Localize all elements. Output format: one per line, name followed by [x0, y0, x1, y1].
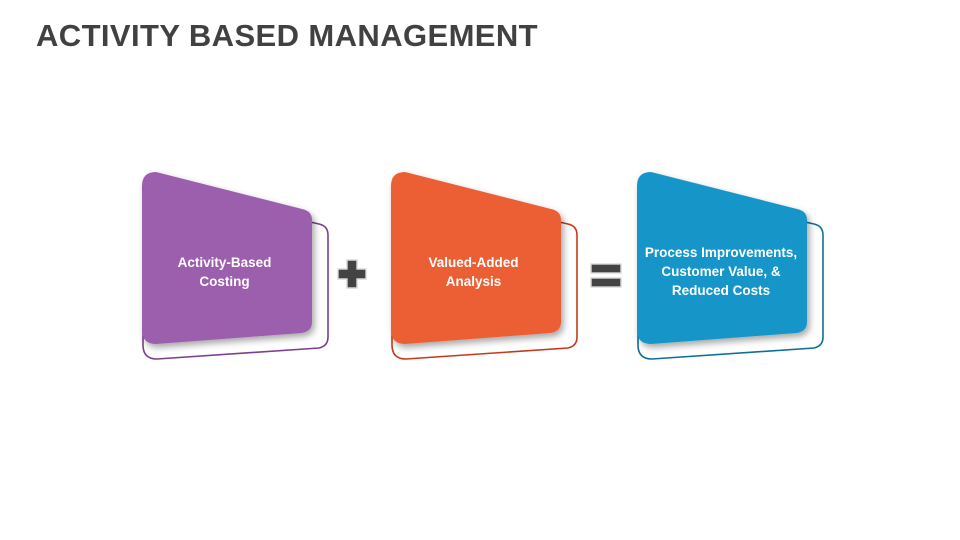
plus-icon [337, 259, 367, 289]
diagram-node-valued-added-analysis[interactable]: Valued-Added Analysis [383, 164, 583, 379]
diagram-node-activity-based-costing[interactable]: Activity-Based Costing [134, 164, 334, 379]
node-shape-process-improvements [637, 172, 824, 360]
node-fill-activity-based-costing [142, 172, 312, 344]
equals-icon [590, 263, 622, 288]
node-shape-activity-based-costing [142, 172, 329, 360]
node-fill-valued-added-analysis [391, 172, 561, 344]
page-title: ACTIVITY BASED MANAGEMENT [36, 18, 539, 53]
operator-equals [587, 261, 625, 289]
diagram-node-process-improvements[interactable]: Process Improvements, Customer Value, & … [629, 164, 829, 379]
operator-plus [334, 256, 370, 292]
node-shape-valued-added-analysis [391, 172, 578, 360]
node-fill-process-improvements [637, 172, 807, 344]
